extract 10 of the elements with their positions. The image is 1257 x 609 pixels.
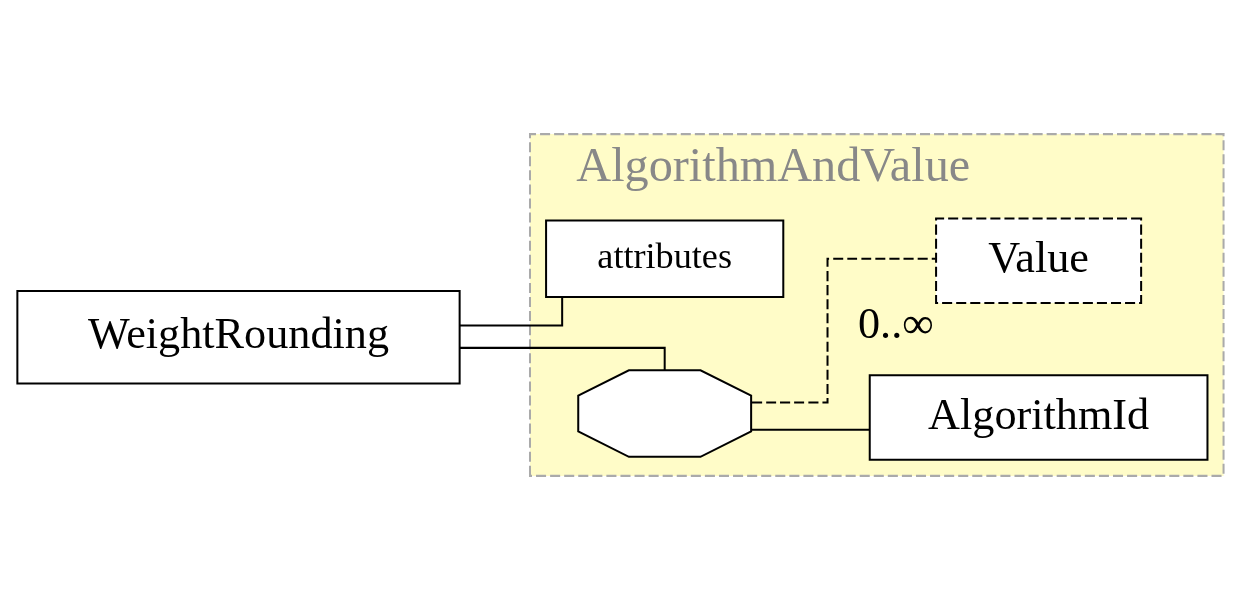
node-label: 0..∞ [858, 298, 934, 348]
node-octagon [577, 368, 753, 458]
connector [459, 297, 564, 326]
connector [751, 428, 870, 431]
node-box: Value [935, 217, 1143, 304]
connector [459, 346, 666, 370]
connector [751, 257, 936, 403]
node-box: AlgorithmId [868, 373, 1209, 461]
node-box: WeightRounding [16, 289, 461, 384]
node-box: attributes [545, 219, 785, 298]
